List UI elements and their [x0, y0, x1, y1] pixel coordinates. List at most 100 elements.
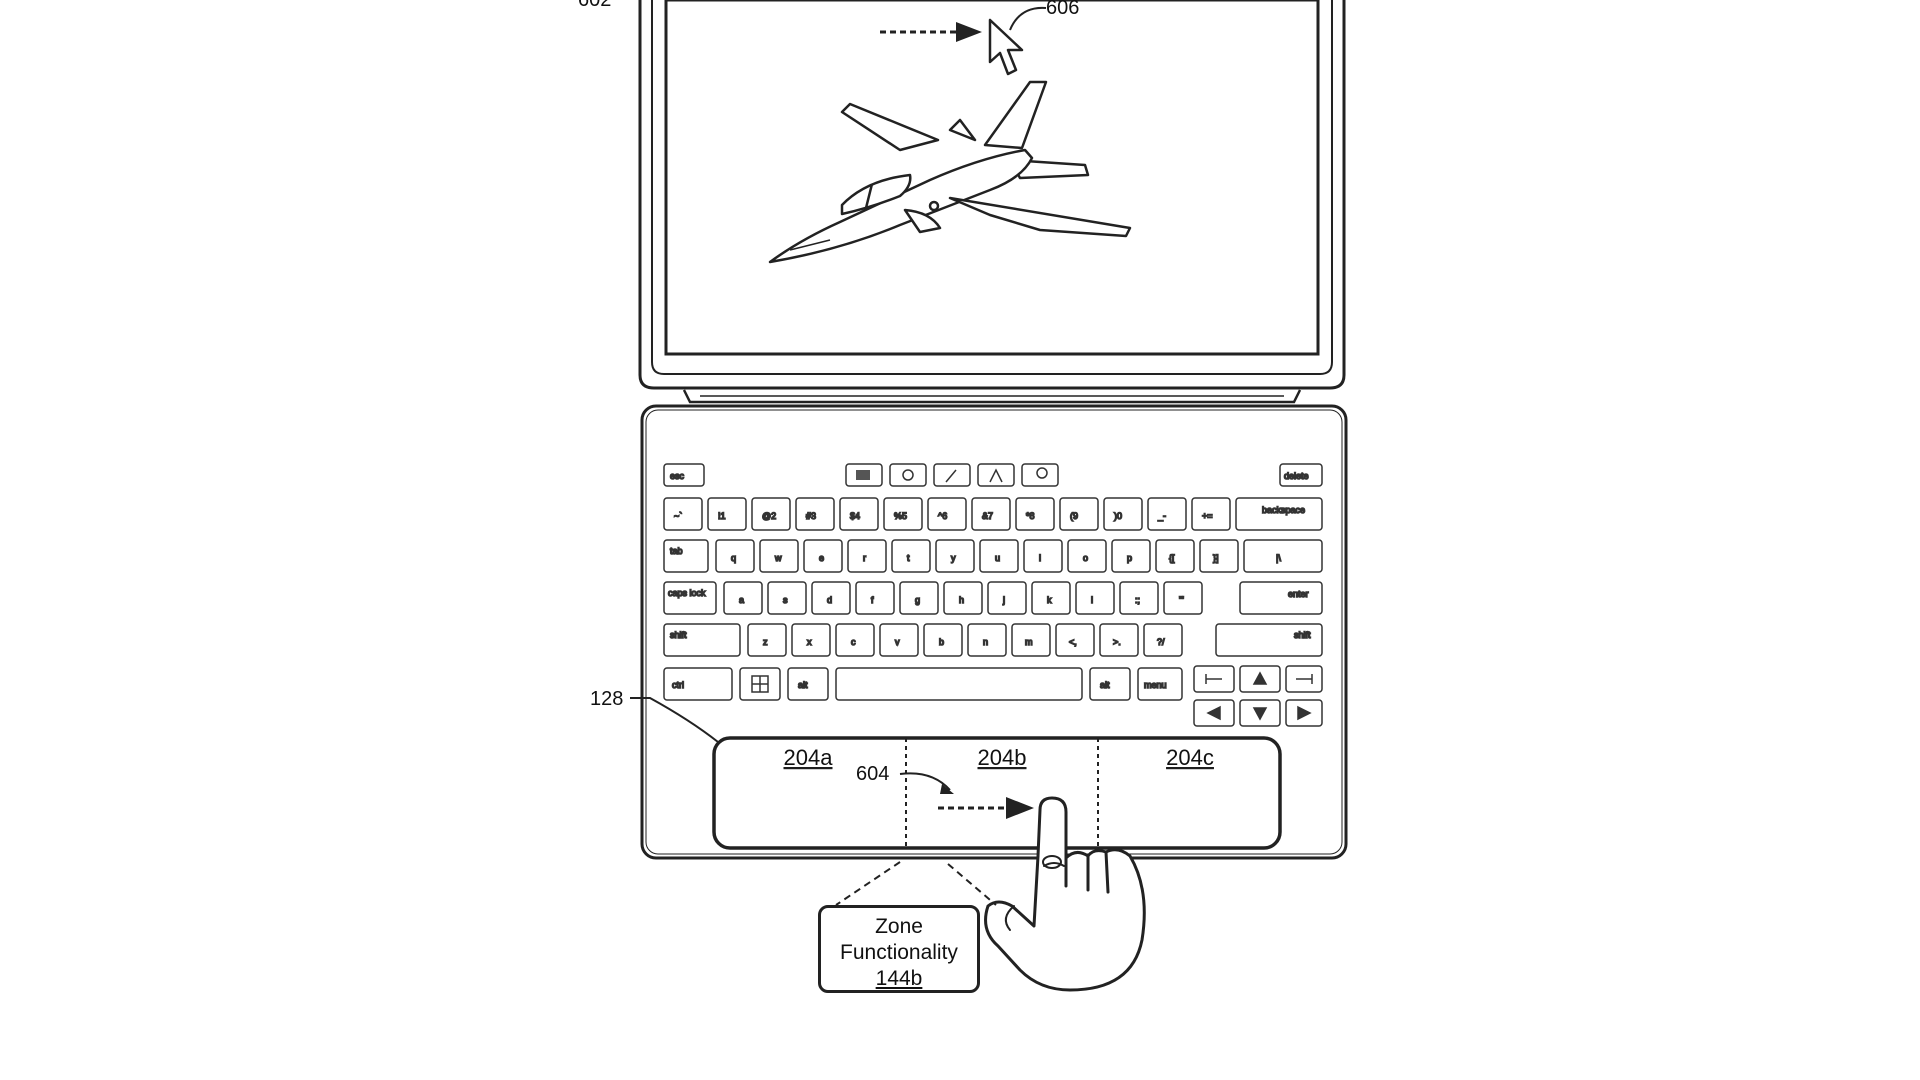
- key-label: d: [827, 595, 832, 605]
- key-label: c: [851, 637, 856, 647]
- key[interactable]: [1011, 623, 1051, 657]
- key[interactable]: [923, 623, 963, 657]
- callout-line-2: Functionality: [840, 941, 958, 964]
- key-label: {[: [1169, 553, 1175, 563]
- key-tab-label: tab: [670, 546, 683, 556]
- key[interactable]: [707, 497, 747, 531]
- key[interactable]: [1199, 539, 1239, 573]
- hand-finger-illustration: [984, 796, 1146, 992]
- key-label: p: [1127, 553, 1132, 563]
- key[interactable]: [1111, 539, 1151, 573]
- key-enter[interactable]: [1239, 581, 1323, 615]
- key-backspace-label: backspace: [1262, 505, 1305, 515]
- key[interactable]: [663, 497, 703, 531]
- key[interactable]: [979, 539, 1019, 573]
- key[interactable]: [839, 497, 879, 531]
- key-label: ^6: [938, 511, 947, 521]
- key[interactable]: [811, 581, 851, 615]
- key-ctrl-label: ctrl: [672, 680, 684, 690]
- key-label: a: [739, 595, 744, 605]
- touchpad[interactable]: [712, 736, 1282, 850]
- key[interactable]: [967, 623, 1007, 657]
- key-spacebar[interactable]: [835, 667, 1083, 701]
- zone-c-label: 204c: [1166, 745, 1214, 770]
- key[interactable]: [1015, 497, 1055, 531]
- key-esc[interactable]: [663, 463, 705, 487]
- key-shift-right-label: shift: [1294, 630, 1311, 640]
- key-label: #3: [806, 511, 816, 521]
- key-caps-lock[interactable]: [663, 581, 717, 615]
- key[interactable]: [883, 497, 923, 531]
- key-label: %5: [894, 511, 907, 521]
- key-label: |\: [1276, 553, 1281, 563]
- key[interactable]: [1147, 497, 1187, 531]
- key-caps-label: caps lock: [668, 588, 706, 598]
- key[interactable]: [751, 497, 791, 531]
- key[interactable]: [1143, 623, 1183, 657]
- key[interactable]: [1023, 539, 1063, 573]
- key[interactable]: [723, 581, 763, 615]
- key[interactable]: [891, 539, 931, 573]
- key[interactable]: [1059, 497, 1099, 531]
- key[interactable]: [791, 623, 831, 657]
- key-enter-label: enter: [1288, 589, 1309, 599]
- key-alt-right[interactable]: [1089, 667, 1131, 701]
- share-icon: [945, 469, 957, 483]
- key[interactable]: [715, 539, 755, 573]
- key-menu[interactable]: [1137, 667, 1183, 701]
- cursor-ref-leader: [1009, 6, 1047, 31]
- key[interactable]: [987, 581, 1027, 615]
- key-ctrl[interactable]: [663, 667, 733, 701]
- key[interactable]: [1067, 539, 1107, 573]
- home-icon: [1205, 674, 1222, 684]
- key-shift-left[interactable]: [663, 623, 741, 657]
- touchpad-ref-leader: [630, 697, 719, 743]
- key[interactable]: [1191, 497, 1231, 531]
- key-label: ~`: [674, 511, 682, 521]
- screen-motion-arrowhead: [956, 22, 982, 42]
- key[interactable]: [795, 497, 835, 531]
- key-delete[interactable]: [1279, 463, 1323, 487]
- ref-label-602: 602: [578, 0, 611, 11]
- windows-logo-icon: [751, 675, 769, 693]
- key[interactable]: [1031, 581, 1071, 615]
- key[interactable]: [899, 581, 939, 615]
- key[interactable]: [767, 581, 807, 615]
- callout-leader-left: [835, 861, 901, 906]
- key[interactable]: [1155, 539, 1195, 573]
- key-label: w: [774, 553, 782, 563]
- key[interactable]: [1163, 581, 1203, 615]
- jet-airplane-image: [768, 80, 1132, 264]
- key[interactable]: [803, 539, 843, 573]
- key[interactable]: [971, 497, 1011, 531]
- key-label: t: [907, 553, 910, 563]
- key-label: *8: [1026, 511, 1035, 521]
- key[interactable]: [1103, 497, 1143, 531]
- key-backspace[interactable]: [1235, 497, 1323, 531]
- key[interactable]: [759, 539, 799, 573]
- key[interactable]: [747, 623, 787, 657]
- key-label: !1: [718, 511, 726, 521]
- touchpad-ref-label-128: 128: [590, 688, 623, 710]
- key-tab[interactable]: [663, 539, 709, 573]
- key[interactable]: [879, 623, 919, 657]
- key-shift-right[interactable]: [1215, 623, 1323, 657]
- key[interactable]: [1099, 623, 1139, 657]
- key[interactable]: [1243, 539, 1323, 573]
- cursor-ref-label-606: 606: [1046, 0, 1079, 19]
- key-alt-left[interactable]: [787, 667, 829, 701]
- end-icon: [1296, 674, 1313, 684]
- key[interactable]: [1119, 581, 1159, 615]
- key[interactable]: [835, 623, 875, 657]
- keyboard: esc delete ~` !1: [663, 463, 1323, 727]
- key[interactable]: [855, 581, 895, 615]
- key-label: m: [1025, 637, 1033, 647]
- key[interactable]: [1075, 581, 1115, 615]
- key[interactable]: [943, 581, 983, 615]
- arrow-up-icon: [1252, 671, 1268, 685]
- key[interactable]: [935, 539, 975, 573]
- key[interactable]: [847, 539, 887, 573]
- key-label: >.: [1113, 637, 1121, 647]
- key[interactable]: [1055, 623, 1095, 657]
- key[interactable]: [927, 497, 967, 531]
